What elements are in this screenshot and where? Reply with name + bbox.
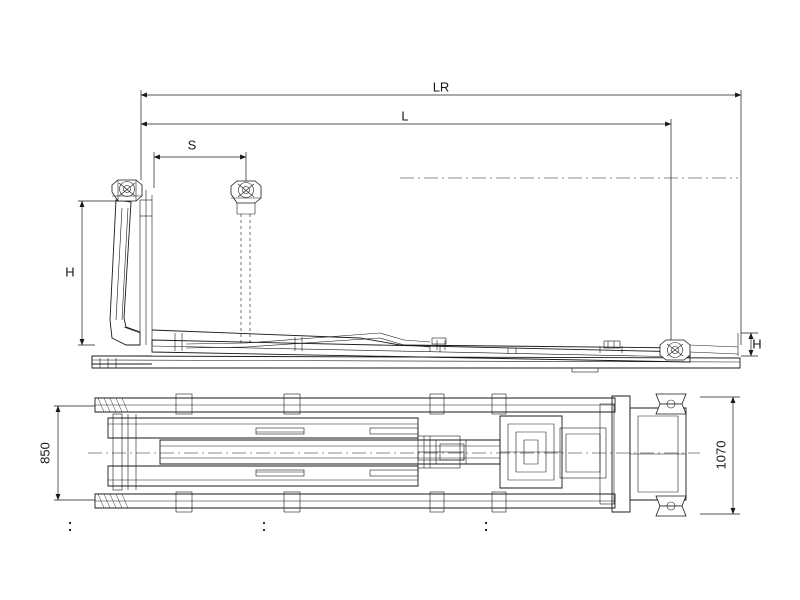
dimension-850-label: 850	[37, 442, 52, 464]
side-elevation-view: LR L S H H	[65, 79, 762, 373]
rear-bogie-assembly	[92, 356, 740, 368]
front-twistlock-head	[111, 179, 143, 202]
front-upright-post	[110, 190, 153, 345]
section-marks	[68, 521, 488, 532]
main-chassis-beam	[152, 330, 690, 373]
rear-deck-edge	[689, 333, 739, 356]
inner-longitudinal-members	[108, 413, 418, 491]
cross-members	[175, 393, 507, 513]
dimension-l: L	[140, 108, 672, 345]
hydraulic-lift-linkage	[185, 332, 431, 349]
mid-twistlock-head	[230, 180, 262, 345]
hydraulic-cylinder-plan	[417, 435, 467, 469]
dimension-lr-label: LR	[433, 79, 450, 94]
rail-end-hatching-left-bottom	[97, 493, 129, 509]
dimension-s-label: S	[188, 137, 197, 152]
dimension-1070-label: 1070	[713, 441, 728, 470]
dimension-h2: H	[741, 332, 762, 357]
dimension-h: H	[65, 200, 130, 346]
dimension-h2-label: H	[752, 336, 761, 351]
dimension-s: S	[153, 137, 247, 188]
rear-bogie-plan	[500, 416, 562, 488]
dimension-l-label: L	[401, 108, 408, 123]
dimension-h-label: H	[65, 264, 74, 279]
dimension-1070: 1070	[700, 396, 740, 515]
dimension-850: 850	[37, 405, 95, 501]
rear-twistlock-head	[659, 339, 691, 361]
dimension-lr: LR	[140, 79, 742, 345]
rail-end-hatching-left-top	[97, 397, 129, 413]
outer-frame-rails	[95, 398, 615, 508]
rear-twistlock-cones-plan	[655, 393, 687, 517]
plan-view: 850 1070	[37, 393, 740, 532]
